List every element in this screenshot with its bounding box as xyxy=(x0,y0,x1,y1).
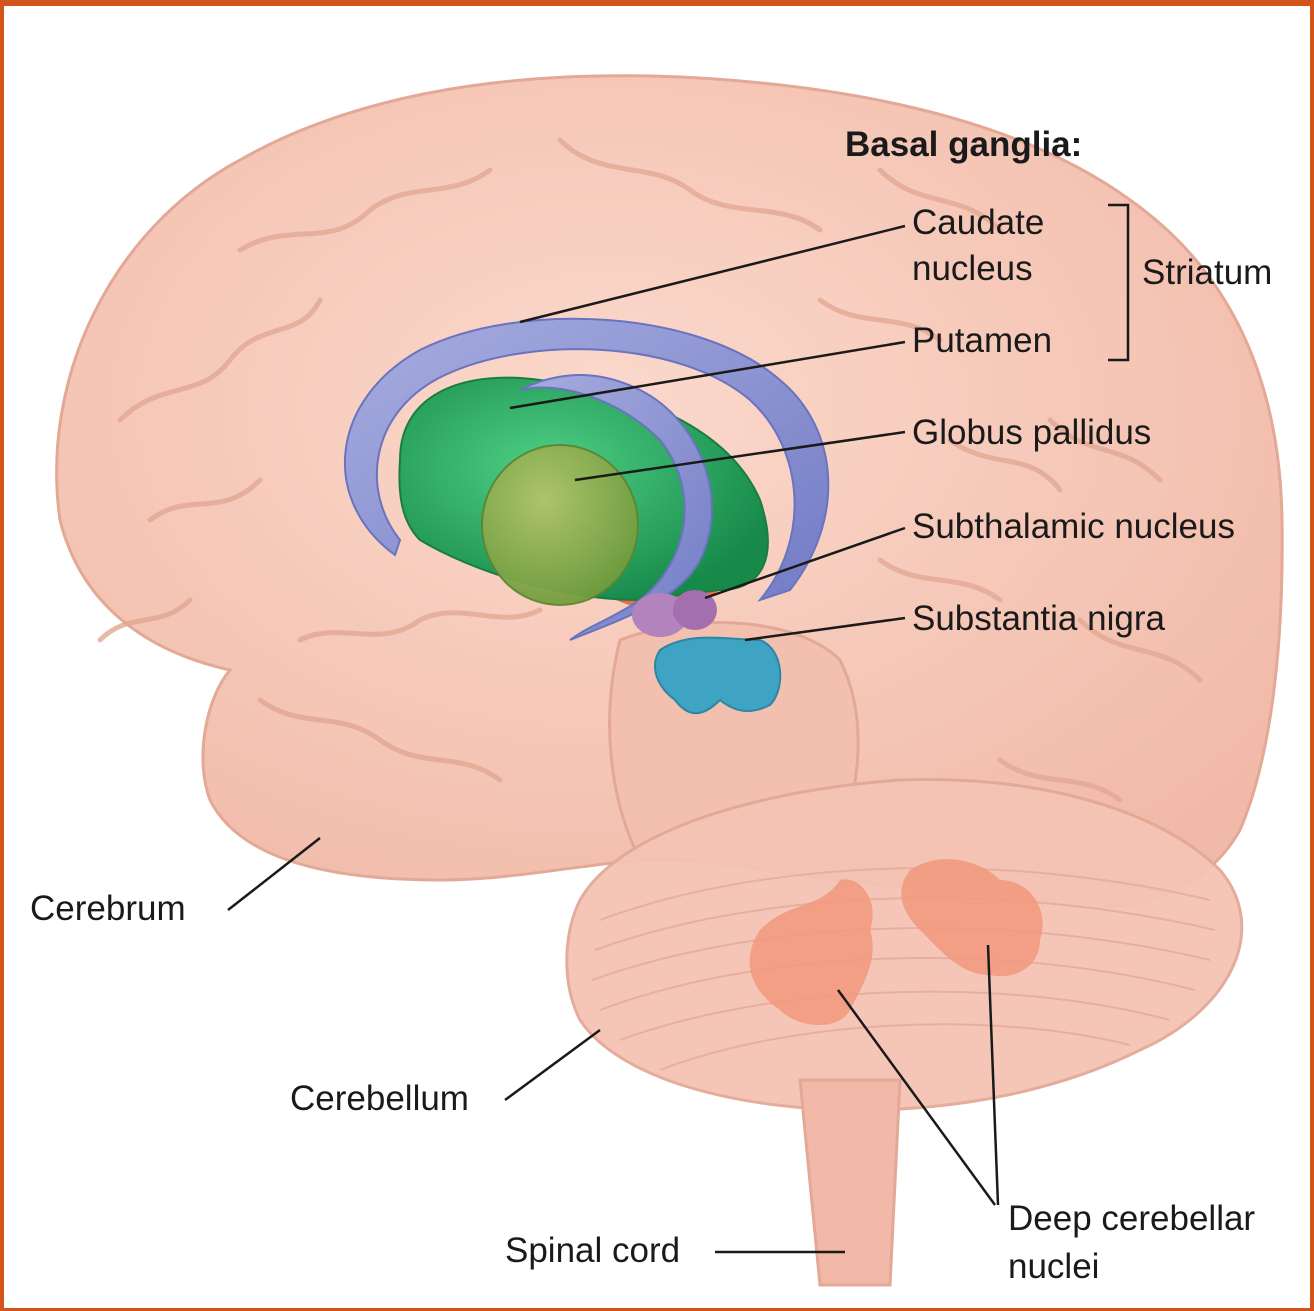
label-globus-pallidus: Globus pallidus xyxy=(912,410,1151,456)
label-caudate-line2: nucleus xyxy=(912,246,1033,292)
label-cerebrum: Cerebrum xyxy=(30,886,186,932)
label-deep-line1: Deep cerebellar xyxy=(1008,1196,1255,1242)
spinal-cord-shape xyxy=(800,1080,900,1285)
leader-cerebellum xyxy=(505,1030,600,1100)
label-striatum: Striatum xyxy=(1142,250,1272,296)
label-subthalamic: Subthalamic nucleus xyxy=(912,504,1235,550)
label-deep-line2: nuclei xyxy=(1008,1244,1099,1290)
label-putamen: Putamen xyxy=(912,318,1052,364)
label-cerebellum: Cerebellum xyxy=(290,1076,469,1122)
label-spinal-cord: Spinal cord xyxy=(505,1228,680,1274)
label-caudate-line1: Caudate xyxy=(912,200,1044,246)
basal-ganglia-heading: Basal ganglia: xyxy=(845,122,1082,168)
globus-pallidus-shape xyxy=(482,445,638,605)
label-substantia-nigra: Substantia nigra xyxy=(912,596,1165,642)
